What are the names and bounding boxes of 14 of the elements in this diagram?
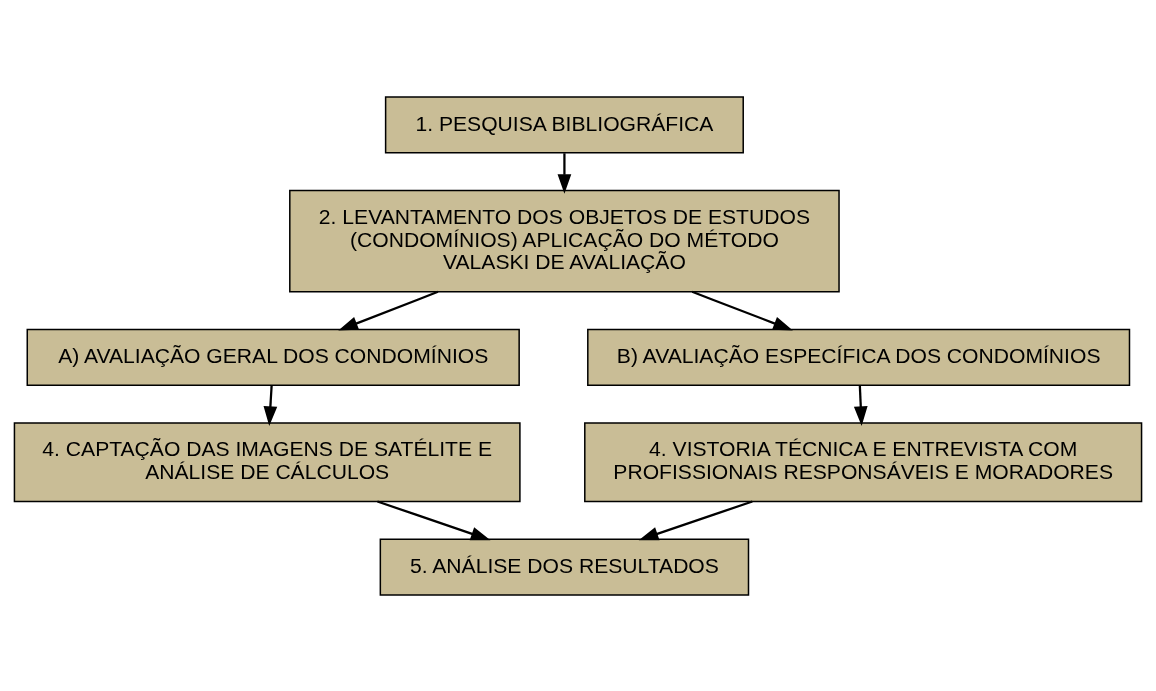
arrow bbox=[691, 290, 793, 330]
arrow bbox=[338, 290, 439, 330]
arrow bbox=[377, 499, 491, 540]
arrow bbox=[638, 499, 753, 540]
node-box: 4. VISTORIA TÉCNICA E ENTREVISTA COM PROFISSIONAIS RESPONSÁVEIS E MORADORES bbox=[584, 421, 1143, 502]
node-box: A) AVALIAÇÃO GERAL DOS CONDOMÍNIOS bbox=[26, 328, 520, 386]
node-box: B) AVALIAÇÃO ESPECÍFICA DOS CONDOMÍNIOS bbox=[587, 328, 1131, 386]
node-box: 5. ANÁLISE DOS RESULTADOS bbox=[379, 537, 750, 596]
arrow bbox=[853, 385, 868, 426]
node-box: 2. LEVANTAMENTO DOS OBJETOS DE ESTUDOS (CONDOMÍNIOS) APLICAÇÃO DO MÉTODO VALASKI DE AVALIAÇÃO bbox=[289, 189, 840, 292]
node-box: 1. PESQUISA BIBLIOGRÁFICA bbox=[384, 95, 744, 154]
node-box: 4. CAPTAÇÃO DAS IMAGENS DE SATÉLITE E ANÁLISE DE CÁLCULOS bbox=[13, 421, 521, 502]
arrow bbox=[557, 152, 572, 194]
arrow bbox=[263, 385, 278, 426]
